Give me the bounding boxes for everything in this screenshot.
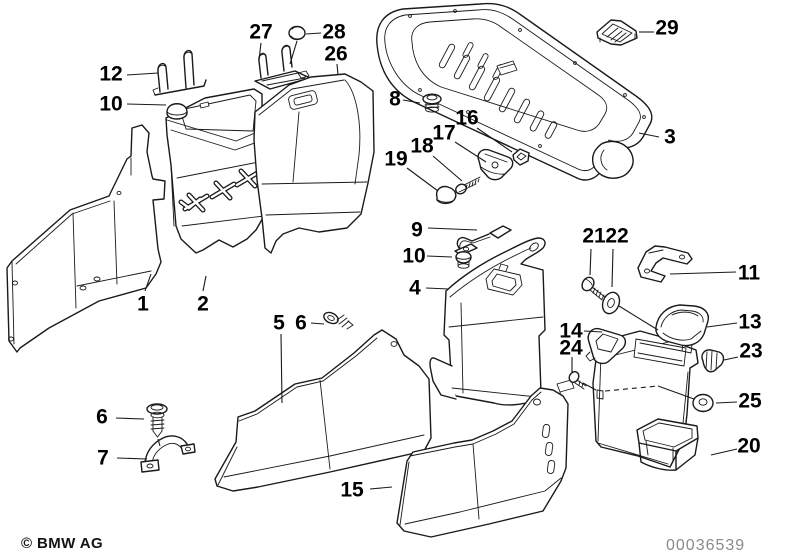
part-number-13-18[interactable]: 13 xyxy=(738,311,761,334)
leader-line-part-23 xyxy=(723,356,739,361)
leader-line-part-6 xyxy=(310,322,325,325)
part-number-1-24[interactable]: 1 xyxy=(137,293,149,316)
connector-lines xyxy=(157,40,695,447)
part-number-17-8[interactable]: 17 xyxy=(432,122,455,145)
part-6-drawing-upper xyxy=(323,311,354,330)
part-1-drawing xyxy=(6,124,166,353)
leader-line-part-22 xyxy=(611,248,614,288)
part-6-drawing-lower xyxy=(146,403,168,438)
part-number-8-6[interactable]: 8 xyxy=(389,88,401,111)
part-2-drawing xyxy=(165,88,265,254)
part-number-12-0[interactable]: 12 xyxy=(99,63,122,86)
connector-line-2 xyxy=(582,382,597,391)
connector-line-5 xyxy=(157,438,161,447)
connector-line-0 xyxy=(289,40,298,65)
part-number-22-16[interactable]: 22 xyxy=(605,225,628,248)
part-5-drawing xyxy=(214,329,432,492)
leader-line-part-3 xyxy=(638,132,660,138)
part-number-3-11[interactable]: 3 xyxy=(664,126,676,149)
leader-line-part-2 xyxy=(202,275,207,292)
part-25-drawing xyxy=(692,393,714,413)
part-20-drawing xyxy=(636,418,699,471)
part-7-drawing xyxy=(140,435,196,473)
part-16-drawing xyxy=(512,148,530,166)
part-number-7-29[interactable]: 7 xyxy=(97,447,109,470)
leader-line-part-17 xyxy=(454,141,487,163)
leader-line-part-21 xyxy=(589,248,592,276)
part-number-23-21[interactable]: 23 xyxy=(739,340,762,363)
part-22-drawing xyxy=(601,291,621,315)
connector-line-4 xyxy=(657,385,695,400)
leader-line-part-18 xyxy=(432,155,463,182)
part-28-drawing xyxy=(288,25,306,41)
copyright-text: © BMW AG xyxy=(21,535,104,552)
part-number-14-19[interactable]: 14 xyxy=(559,320,583,343)
part-number-6-27[interactable]: 6 xyxy=(295,312,307,335)
part-number-6-28[interactable]: 6 xyxy=(96,406,108,429)
part-number-20-23[interactable]: 20 xyxy=(737,435,760,458)
leader-line-part-9 xyxy=(427,227,478,231)
leader-line-part-13 xyxy=(706,322,738,328)
part-number-5-26[interactable]: 5 xyxy=(273,312,285,335)
part-18-drawing xyxy=(455,176,481,195)
part-drawings xyxy=(6,2,725,538)
part-8-drawing xyxy=(422,93,442,113)
part-4-drawing xyxy=(429,237,546,406)
part-number-11-17[interactable]: 11 xyxy=(738,262,761,285)
part-number-27-2[interactable]: 27 xyxy=(249,21,272,44)
part-15-drawing xyxy=(396,387,569,538)
leader-line-part-6 xyxy=(115,417,145,420)
part-14-24-drawing xyxy=(568,327,627,390)
leader-line-part-10 xyxy=(126,103,167,106)
part-number-19-10[interactable]: 19 xyxy=(384,148,407,171)
part-number-21-15[interactable]: 21 xyxy=(582,225,606,248)
part-10-drawing-left xyxy=(166,103,188,120)
part-number-15-30[interactable]: 15 xyxy=(340,479,364,502)
part-number-24-20[interactable]: 24 xyxy=(559,337,583,360)
part-number-10-1[interactable]: 10 xyxy=(99,93,122,116)
leader-line-part-1 xyxy=(144,273,152,292)
leader-line-part-5 xyxy=(280,333,283,404)
leader-line-part-15 xyxy=(369,486,393,490)
part-11-drawing xyxy=(637,245,693,283)
part-17-drawing xyxy=(477,148,514,181)
leader-line-part-8 xyxy=(402,99,421,104)
part-19-drawing xyxy=(435,185,457,205)
leader-line-part-16 xyxy=(476,127,513,153)
part-number-4-14[interactable]: 4 xyxy=(409,277,421,300)
part-9-drawing xyxy=(454,225,512,256)
leader-line-part-27 xyxy=(258,42,262,61)
part-number-28-3[interactable]: 28 xyxy=(322,21,346,44)
part-23-drawing xyxy=(701,349,725,373)
diagram-number: 00036539 xyxy=(666,537,746,554)
leader-line-part-4 xyxy=(425,287,450,290)
part-number-9-12[interactable]: 9 xyxy=(411,219,423,242)
part-26-drawing xyxy=(253,73,375,254)
part-number-16-7[interactable]: 16 xyxy=(455,107,478,130)
part-number-10-13[interactable]: 10 xyxy=(402,245,425,268)
leader-line-part-25 xyxy=(715,401,738,404)
leader-line-part-7 xyxy=(116,457,148,460)
leader-line-part-11 xyxy=(669,271,737,275)
connector-line-1 xyxy=(618,305,659,331)
leader-line-part-14 xyxy=(583,330,603,333)
part-3-drawing xyxy=(376,2,653,181)
part-12-drawing xyxy=(152,49,207,96)
part-number-26-4[interactable]: 26 xyxy=(324,43,347,66)
part-number-2-25[interactable]: 2 xyxy=(197,293,209,316)
part-29-drawing xyxy=(596,19,638,46)
leader-line-part-12 xyxy=(126,72,159,76)
leader-line-part-10 xyxy=(426,255,453,258)
leader-line-part-28 xyxy=(305,32,322,35)
part-21-drawing xyxy=(581,276,606,301)
part-number-29-5[interactable]: 29 xyxy=(655,17,678,40)
leader-line-part-26 xyxy=(336,63,339,76)
leader-line-part-19 xyxy=(406,167,439,192)
part-number-25-22[interactable]: 25 xyxy=(738,390,762,413)
part-number-18-9[interactable]: 18 xyxy=(410,135,434,158)
part-10-drawing-center xyxy=(455,251,472,269)
leader-line-part-20 xyxy=(710,448,738,456)
